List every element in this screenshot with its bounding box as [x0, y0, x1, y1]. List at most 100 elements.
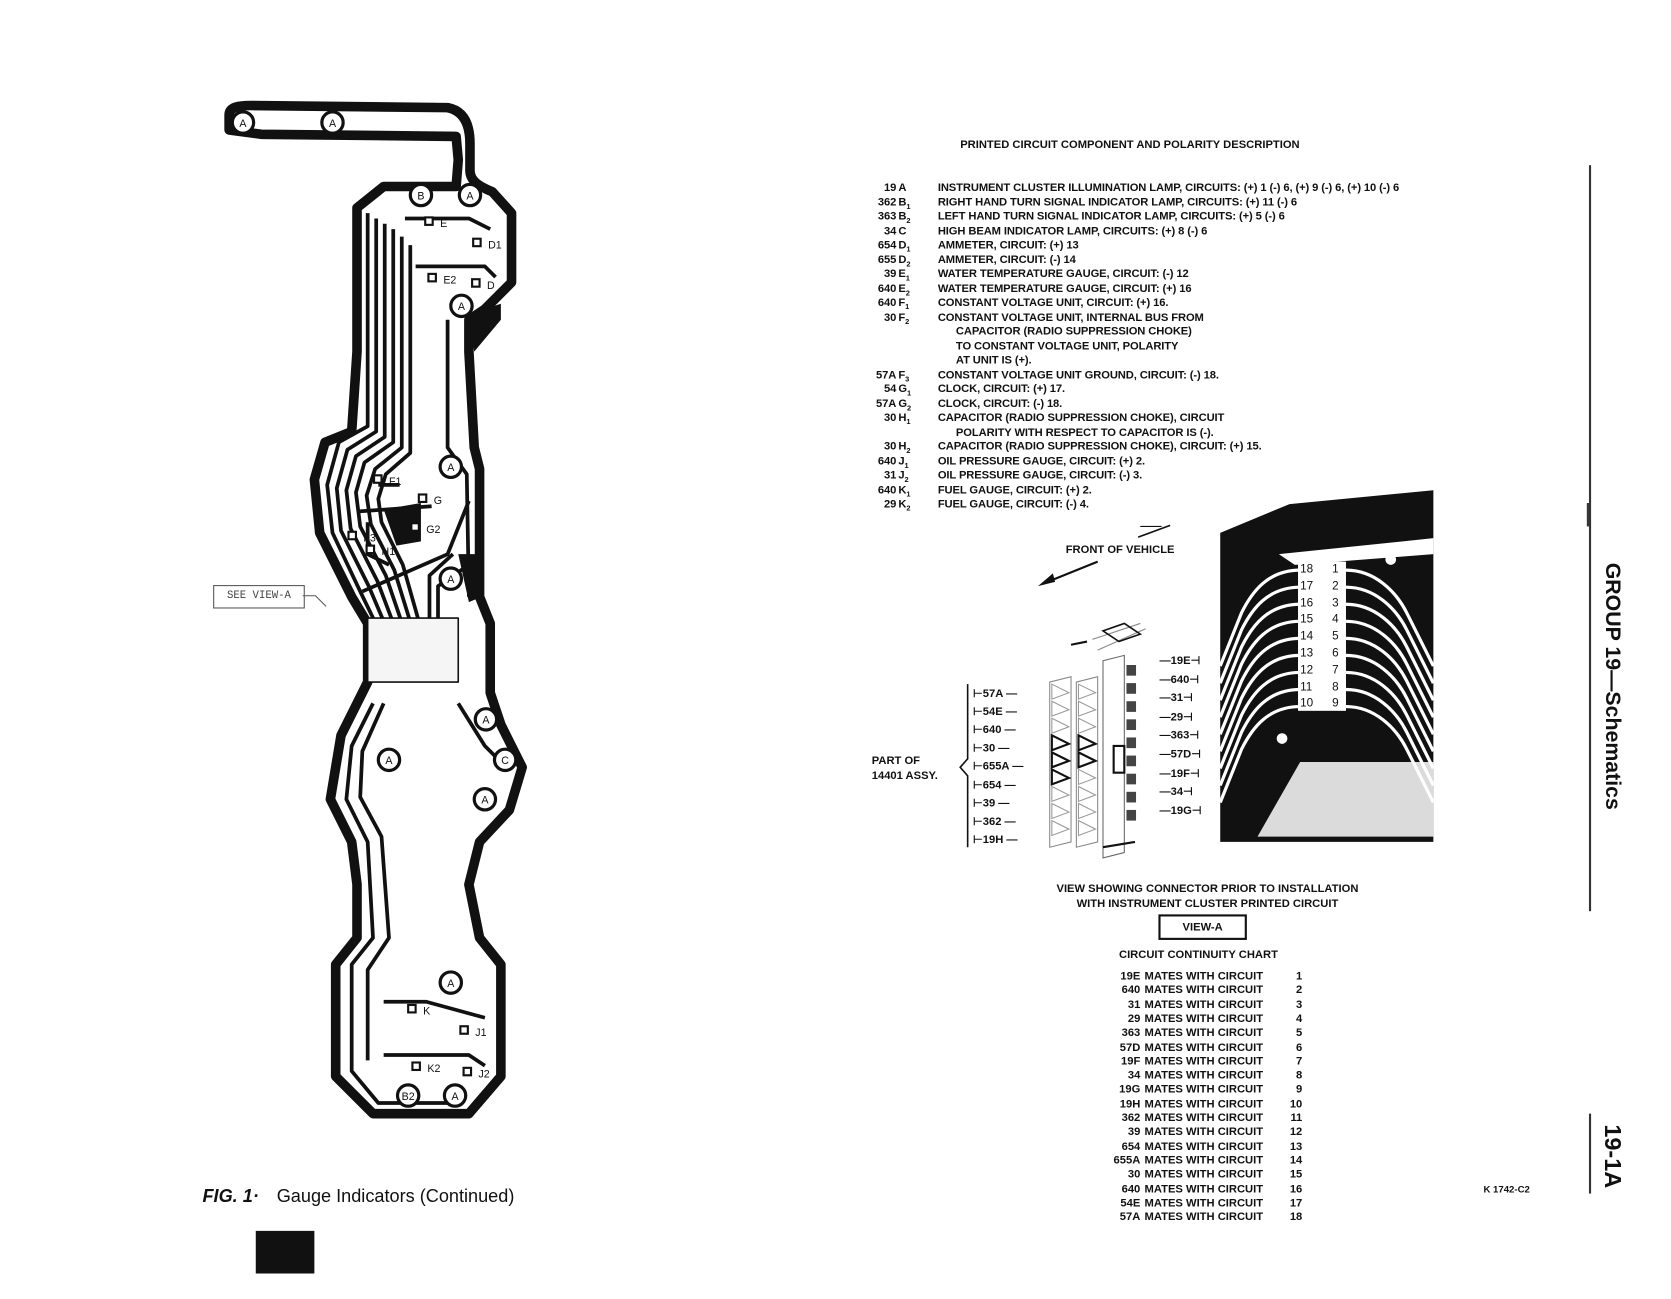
designator-subscript: 2	[906, 505, 911, 513]
lamp-pad: A	[320, 110, 345, 135]
board-component-label: J1	[475, 1027, 486, 1039]
connector-circuit-right: —29⊣	[1159, 710, 1193, 724]
sidebar-rule-lower	[1588, 1113, 1592, 1194]
mates-text: MATES WITH CIRCUIT	[1144, 1026, 1264, 1040]
page-number: 19-1A	[1599, 1124, 1627, 1189]
circuit-code: 54E	[1120, 1196, 1141, 1210]
circuit-code: 654	[1121, 1139, 1141, 1153]
connector-socket	[1050, 767, 1072, 786]
board-component-label: G2	[426, 524, 440, 536]
board-component-label: K	[423, 1006, 430, 1018]
circuit-code: 29	[884, 497, 897, 511]
pcb-trace-left	[1218, 585, 1301, 684]
circuit-code: 57A	[1119, 1210, 1141, 1224]
component-description: CAPACITOR (RADIO SUPPRESSION CHOKE), CIR…	[937, 411, 1225, 425]
connector-socket	[1077, 717, 1097, 734]
component-description: CONSTANT VOLTAGE UNIT GROUND, CIRCUIT: (…	[937, 368, 1219, 381]
figure-caption: FIG. 1· Gauge Indicators (Continued)	[202, 1186, 514, 1207]
circuit-code: 640	[877, 281, 897, 295]
connector-socket	[1051, 802, 1071, 820]
mates-text: MATES WITH CIRCUIT	[1144, 1012, 1264, 1026]
pcb-trace-left	[1218, 619, 1301, 718]
lamp-pad: B	[408, 182, 434, 208]
board-component-label: K2	[427, 1063, 440, 1075]
connector-socket	[1051, 717, 1071, 734]
mates-circuit-number: 14	[1289, 1154, 1303, 1167]
mates-circuit-number: 3	[1296, 998, 1303, 1011]
component-description: CONSTANT VOLTAGE UNIT, INTERNAL BUS FROM	[937, 310, 1204, 324]
board-component-label: E2	[443, 274, 456, 286]
circuit-number: 19H	[982, 833, 1004, 846]
connector-circuit-left: ⊢362 —	[972, 814, 1016, 828]
lamp-pad: A	[442, 1083, 468, 1108]
lamp-pad: A	[449, 293, 474, 319]
registration-mark	[255, 1230, 315, 1274]
mates-text: MATES WITH CIRCUIT	[1144, 1083, 1264, 1096]
pad-label: B	[417, 190, 424, 202]
mates-text: MATES WITH CIRCUIT	[1144, 998, 1264, 1011]
component-description: OIL PRESSURE GAUGE, CIRCUIT: (-) 3.	[937, 468, 1143, 482]
edge-number-right: 8	[1332, 680, 1339, 694]
circuit-code: 640	[877, 454, 897, 468]
pad-label: A	[385, 755, 393, 767]
connector-socket	[1051, 785, 1071, 803]
edge-number-left: 13	[1300, 646, 1314, 660]
pad-label: A	[481, 795, 489, 807]
connector-socket	[1077, 733, 1099, 752]
designator-subscript: 1	[904, 462, 909, 470]
mates-circuit-number: 18	[1289, 1210, 1303, 1224]
circuit-code: 640	[877, 483, 897, 497]
component-designator: K2	[898, 498, 910, 513]
designator-subscript: 2	[906, 217, 911, 225]
component-designator: K1	[898, 483, 910, 498]
connector-circuit-left: ⊢57A —	[972, 687, 1018, 701]
connector-terminal	[1126, 719, 1137, 731]
edge-number-right: 6	[1332, 646, 1339, 660]
mates-text: MATES WITH CIRCUIT	[1144, 1168, 1264, 1181]
lamp-pad: C	[492, 747, 518, 773]
designator-letter: H	[898, 440, 907, 453]
component-description: RIGHT HAND TURN SIGNAL INDICATOR LAMP, C…	[937, 195, 1297, 209]
mates-text: MATES WITH CIRCUIT	[1144, 1154, 1264, 1167]
designator-subscript: 2	[905, 289, 910, 297]
edge-number-left: 18	[1300, 562, 1314, 576]
component-description: LEFT HAND TURN SIGNAL INDICATOR LAMP, CI…	[937, 209, 1285, 223]
see-view-leader-line	[302, 595, 327, 607]
connector-terminal	[1126, 701, 1137, 712]
sidebar-rule-short	[1586, 503, 1589, 527]
connector-terminal	[1126, 791, 1137, 803]
pad-label: A	[447, 462, 455, 474]
component-description: FUEL GAUGE, CIRCUIT: (-) 4.	[937, 497, 1089, 511]
pad-label: A	[458, 301, 466, 313]
component-description: FUEL GAUGE, CIRCUIT: (+) 2.	[937, 483, 1092, 497]
circuit-number: 654	[982, 778, 1002, 792]
mates-circuit-number: 17	[1289, 1196, 1303, 1210]
connector-caption: VIEW SHOWING CONNECTOR PRIOR TO INSTALLA…	[1042, 881, 1372, 911]
connector-circuit-right: —34⊣	[1159, 785, 1193, 799]
component-description: AT UNIT IS (+).	[955, 353, 1032, 367]
mates-text: MATES WITH CIRCUIT	[1144, 1139, 1264, 1153]
caption-line-2: WITH INSTRUMENT CLUSTER PRINTED CIRCUIT	[1076, 897, 1339, 911]
edge-number-right: 5	[1332, 630, 1339, 643]
pcb-trace-right	[1345, 653, 1435, 753]
pcb-trace-left	[1218, 636, 1301, 735]
circuit-code: 39	[1127, 1125, 1141, 1139]
connector-socket	[1050, 733, 1072, 752]
designator-letter: E	[898, 281, 906, 295]
mates-text: MATES WITH CIRCUIT	[1144, 1196, 1264, 1210]
connector-circuit-right: —19F⊣	[1159, 766, 1200, 780]
designator-letter: K	[898, 483, 907, 497]
pcb-trace-left	[1218, 704, 1301, 804]
